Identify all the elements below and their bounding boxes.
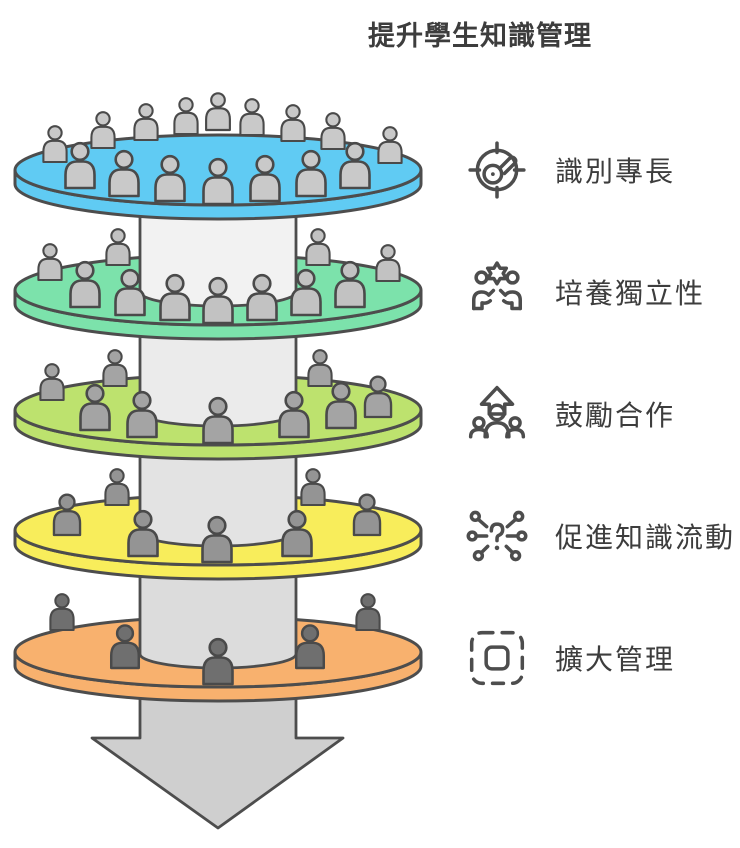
- legend: 識別專長 培養獨立性: [466, 109, 735, 719]
- person-figure: [90, 111, 116, 150]
- person-figure: [104, 468, 130, 507]
- legend-item-expand-management: 擴大管理: [466, 597, 735, 719]
- expand-frame-icon: [469, 630, 525, 686]
- legend-label: 培養獨立性: [555, 278, 706, 309]
- person-figure: [305, 228, 331, 267]
- person-figure: [307, 349, 333, 388]
- person-figure: [355, 593, 381, 632]
- person-figure: [105, 228, 131, 267]
- legend-item-identify-expertise: 識別專長: [466, 109, 735, 231]
- people-star-icon: [471, 261, 523, 311]
- person-figure: [42, 125, 68, 164]
- funnel-diagram: [13, 92, 423, 830]
- person-figure: [102, 349, 128, 388]
- person-figure: [39, 363, 65, 402]
- person-figure: [205, 92, 231, 132]
- person-figure: [363, 375, 393, 419]
- group-up-arrow-icon: [468, 385, 526, 439]
- legend-label: 識別專長: [555, 156, 676, 187]
- person-figure: [352, 493, 382, 537]
- legend-item-independence: 培養獨立性: [466, 231, 735, 353]
- person-figure: [133, 103, 159, 142]
- person-figure: [320, 112, 346, 151]
- person-figure: [173, 97, 199, 136]
- network-question-icon: [466, 510, 528, 562]
- person-figure: [375, 244, 401, 283]
- person-figure: [37, 243, 63, 282]
- person-figure: [52, 493, 82, 537]
- legend-label: 鼓勵合作: [555, 400, 676, 431]
- person-figure: [280, 104, 306, 143]
- legend-item-collaboration: 鼓勵合作: [466, 353, 735, 475]
- legend-item-knowledge-flow: 促進知識流動: [466, 475, 735, 597]
- person-figure: [49, 593, 75, 632]
- page-title: 提升學生知識管理: [368, 21, 592, 51]
- legend-label: 擴大管理: [555, 644, 676, 675]
- person-figure: [300, 468, 326, 507]
- target-key-icon: [468, 141, 526, 199]
- person-figure: [377, 126, 403, 165]
- person-figure: [239, 98, 265, 137]
- legend-label: 促進知識流動: [555, 522, 736, 553]
